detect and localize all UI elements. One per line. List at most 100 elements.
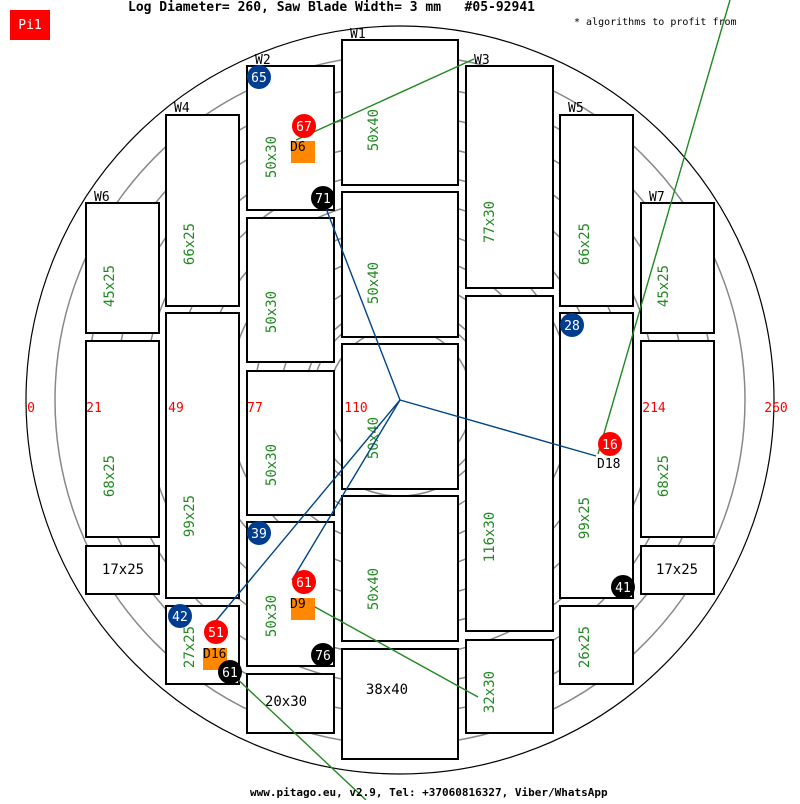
board-label: 50x40 (366, 568, 382, 610)
footer-contact: www.pitago.eu, v2.9, Tel: +37060816327, … (250, 786, 608, 799)
column-label-w7: W7 (649, 190, 665, 205)
board-labels: 50x40 50x40 50x40 50x40 38x40 50x30 50x3… (102, 109, 698, 713)
board-label: 99x25 (577, 497, 593, 539)
column-labels: W1 W2 W3 W4 W5 W6 W7 (94, 27, 665, 205)
marker-label: 71 (315, 192, 331, 207)
marker-61-black[interactable] (218, 660, 242, 684)
board-w4b[interactable] (165, 312, 240, 599)
marker-65[interactable] (247, 65, 271, 89)
board-w1d[interactable] (341, 495, 459, 642)
marker-42[interactable] (168, 604, 192, 628)
board-w6c[interactable] (85, 545, 160, 595)
board-w7b[interactable] (640, 340, 715, 538)
defect-square-d6[interactable] (291, 141, 315, 163)
column-label-w6: W6 (94, 190, 110, 205)
board-w2e[interactable] (246, 673, 335, 734)
markers: 65 67 71 28 16 39 61 41 42 51 76 61 (168, 65, 635, 684)
board-label: 99x25 (182, 495, 198, 537)
board-label: 50x30 (264, 595, 280, 637)
board-w2d[interactable] (246, 521, 335, 667)
defect-label-d9: D9 (290, 597, 306, 612)
board-w5b[interactable] (559, 312, 634, 599)
board-label: 116x30 (482, 512, 498, 563)
board-label: 50x30 (264, 291, 280, 333)
defect-label-d18: D18 (597, 457, 620, 472)
marker-label: 16 (602, 438, 618, 453)
board-w1a[interactable] (341, 39, 459, 186)
marker-28[interactable] (560, 313, 584, 337)
board-label: 50x30 (264, 444, 280, 486)
column-label-w1: W1 (350, 27, 366, 42)
blue-line (214, 399, 401, 623)
board-w6b[interactable] (85, 340, 160, 538)
scale-label: 260 (764, 401, 787, 416)
defect-square-d9[interactable] (291, 598, 315, 620)
scale-label: 0 (27, 401, 35, 416)
marker-41[interactable] (611, 575, 635, 599)
column-label-w2: W2 (255, 53, 271, 68)
marker-label: 67 (296, 120, 312, 135)
board-w2a[interactable] (246, 65, 335, 211)
connector-lines (214, 0, 731, 801)
marker-39[interactable] (247, 521, 271, 545)
boards (85, 39, 715, 760)
board-w5c[interactable] (559, 605, 634, 685)
defects: D6 D18 D9 D16 (203, 140, 620, 670)
board-label: 66x25 (182, 223, 198, 265)
board-label: 38x40 (366, 682, 408, 698)
board-label: 77x30 (482, 201, 498, 243)
blue-line (291, 399, 401, 581)
column-label-w5: W5 (568, 101, 584, 116)
board-w5a[interactable] (559, 114, 634, 307)
board-label: 26x25 (577, 626, 593, 668)
board-label: 50x40 (366, 109, 382, 151)
board-w3a[interactable] (465, 65, 554, 289)
log-outline (25, 25, 775, 775)
defect-label-d6: D6 (290, 140, 306, 155)
board-label: 45x25 (102, 265, 118, 307)
board-w1e[interactable] (341, 648, 459, 760)
board-label: 17x25 (656, 562, 698, 578)
board-w7c[interactable] (640, 545, 715, 595)
board-w3b[interactable] (465, 295, 554, 632)
marker-label: 28 (564, 319, 580, 334)
scale-label: 21 (86, 401, 102, 416)
board-w6a[interactable] (85, 202, 160, 334)
marker-label: 65 (251, 71, 267, 86)
marker-16[interactable] (598, 432, 622, 456)
marker-76[interactable] (311, 643, 335, 667)
plan-badge[interactable]: Pi1 (10, 10, 50, 40)
board-w1b[interactable] (341, 191, 459, 338)
marker-67[interactable] (292, 114, 316, 138)
board-label: 17x25 (102, 562, 144, 578)
board-w3c[interactable] (465, 639, 554, 734)
scale-label: 49 (168, 401, 184, 416)
board-label: 68x25 (102, 455, 118, 497)
marker-label: 41 (615, 581, 631, 596)
board-label: 68x25 (656, 455, 672, 497)
green-line (214, 657, 367, 801)
column-label-w4: W4 (174, 101, 190, 116)
scale-label: 110 (344, 401, 367, 416)
board-w4a[interactable] (165, 114, 240, 307)
page-title: Log Diameter= 260, Saw Blade Width= 3 mm… (128, 0, 535, 15)
board-w7a[interactable] (640, 202, 715, 334)
scale-label: 214 (642, 401, 666, 416)
board-w2c[interactable] (246, 370, 335, 516)
board-label: 50x40 (366, 262, 382, 304)
defect-label-d16: D16 (203, 647, 226, 662)
marker-label: 61 (296, 576, 312, 591)
algorithm-note: * algorithms to profit from (574, 17, 737, 28)
marker-51[interactable] (204, 620, 228, 644)
green-line (295, 58, 475, 141)
marker-71[interactable] (311, 186, 335, 210)
marker-61-red[interactable] (292, 570, 316, 594)
board-label: 20x30 (265, 694, 307, 710)
board-label: 50x30 (264, 136, 280, 178)
board-label: 45x25 (656, 265, 672, 307)
marker-label: 51 (208, 626, 224, 641)
board-w2b[interactable] (246, 217, 335, 363)
marker-label: 42 (172, 610, 188, 625)
green-line (597, 0, 731, 455)
